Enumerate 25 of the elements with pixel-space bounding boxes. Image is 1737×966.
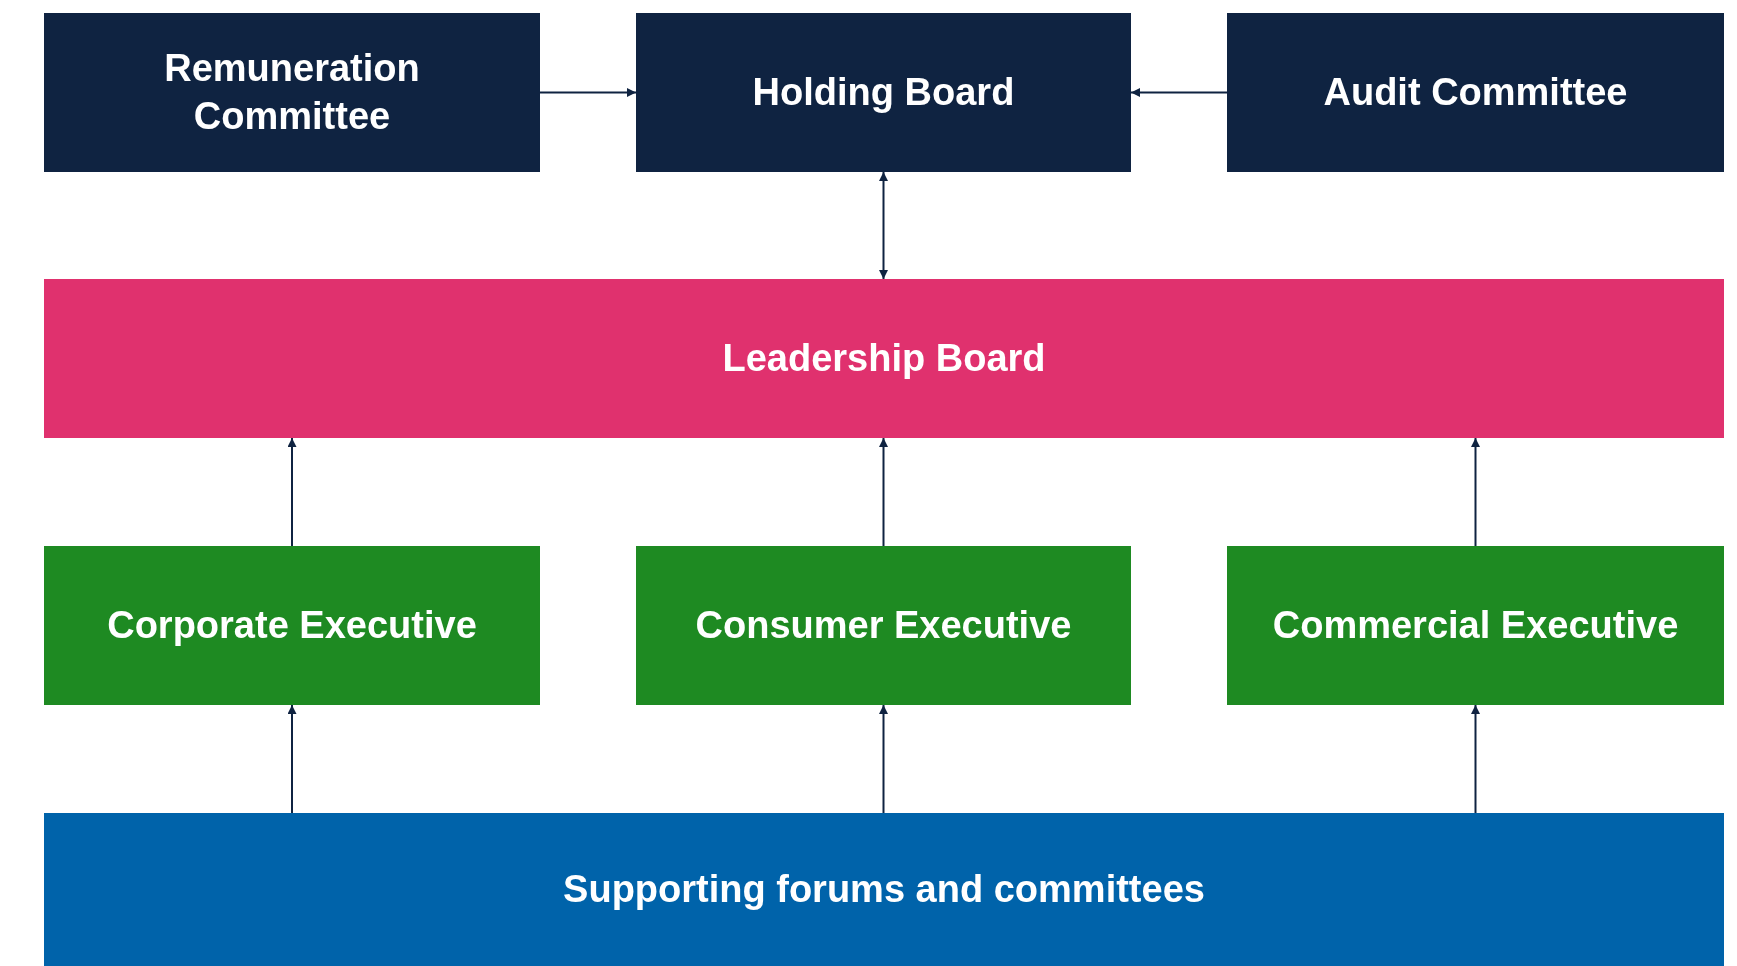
- box-label: Leadership Board: [722, 335, 1046, 381]
- executive-box: [1227, 546, 1724, 705]
- forum-box: [44, 813, 1724, 966]
- arrow: [287, 704, 297, 814]
- arrow: [879, 437, 888, 547]
- arrow: [879, 704, 888, 814]
- executive-box: [636, 546, 1131, 705]
- box-label: Remuneration Committee: [163, 46, 421, 139]
- arrow: [287, 437, 297, 547]
- arrow: [879, 171, 888, 280]
- arrow: [1471, 437, 1480, 547]
- executive-box: [44, 546, 540, 705]
- board-box: [636, 13, 1131, 172]
- box-label: Audit Committee: [1323, 69, 1628, 115]
- board-box: [44, 279, 1724, 438]
- box-label: Holding Board: [752, 69, 1015, 115]
- box-label: Consumer Executive: [695, 602, 1072, 648]
- box-label: Commercial Executive: [1272, 602, 1679, 648]
- arrow: [1130, 88, 1228, 97]
- arrow: [539, 88, 637, 97]
- committee-box: [44, 13, 540, 172]
- committee-box: [1227, 13, 1724, 172]
- arrow: [1471, 704, 1480, 814]
- box-label: Corporate Executive: [107, 602, 477, 648]
- box-label: Supporting forums and committees: [563, 866, 1205, 912]
